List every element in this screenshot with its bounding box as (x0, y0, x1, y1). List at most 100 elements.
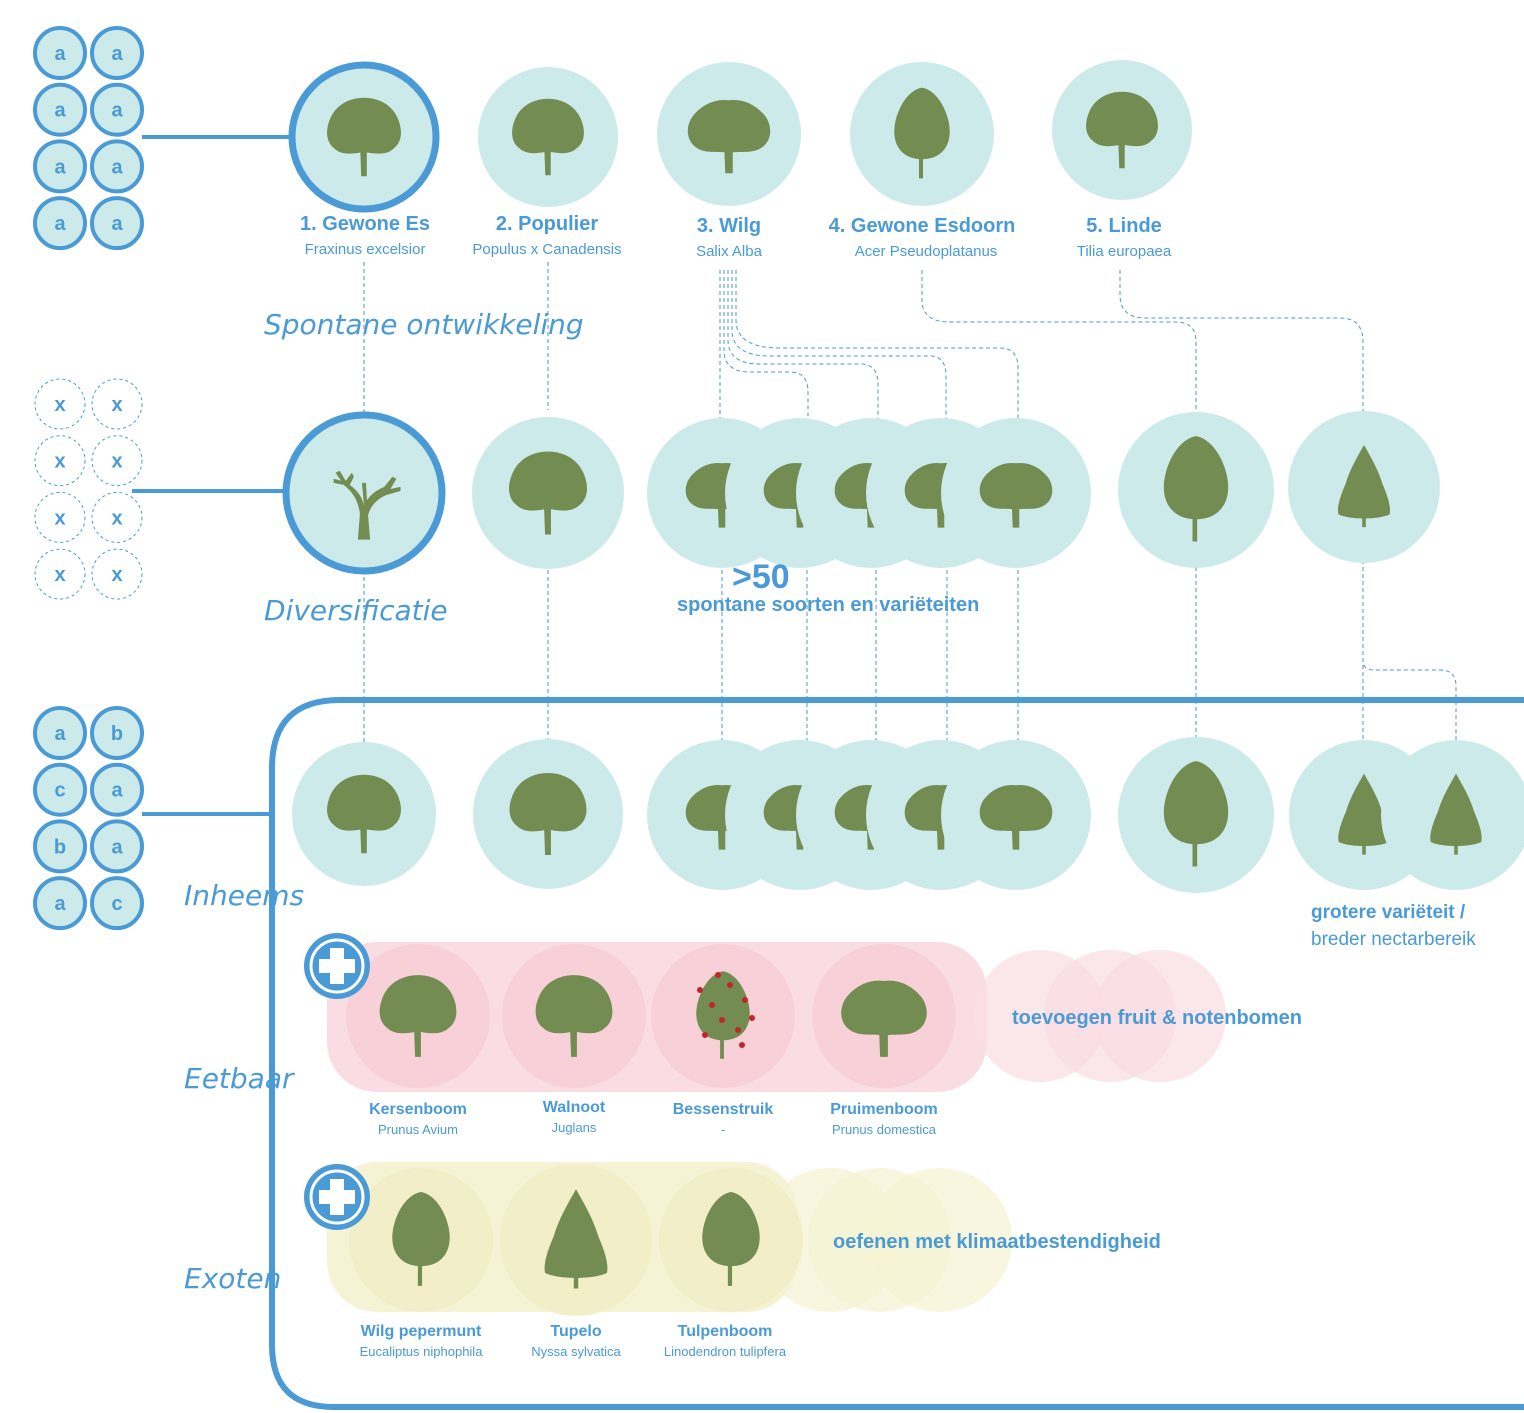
legend-row2-circle-0: x (34, 378, 86, 430)
svg-text:a: a (54, 100, 66, 122)
edible-tree-1 (502, 944, 646, 1088)
legend-row3-circle-3: a (90, 762, 144, 817)
edible-latin-1: Prunus Avium (378, 1122, 458, 1137)
berry-8 (715, 972, 721, 978)
berry-6 (702, 1032, 708, 1038)
svg-text:a: a (111, 100, 123, 122)
legend-row1-circle-4: a (33, 139, 87, 194)
legend-row1-circle-3: a (90, 82, 144, 137)
edible-latin-3: - (720, 1122, 726, 1137)
legend-row2-circle-7: x (91, 548, 143, 600)
exotic-tree-2 (500, 1164, 652, 1316)
legend-row2-circle-6: x (34, 548, 86, 600)
berry-3 (742, 997, 748, 1003)
exotic-name-2: Tupelo (550, 1323, 602, 1340)
svg-text:x: x (54, 507, 65, 529)
edible-tree-2 (651, 944, 795, 1088)
species-name-4: 4. Gewone Esdoorn (828, 215, 1016, 237)
label-exotic: Exoten (184, 1262, 282, 1295)
div-circle-linden (1288, 411, 1440, 563)
legend-row2-circle-1: x (91, 378, 143, 430)
svg-text:a: a (54, 723, 66, 745)
label-native: Inheems (184, 879, 305, 912)
svg-text:a: a (111, 213, 123, 235)
svg-text:x: x (111, 394, 122, 416)
dashed-connector-18 (1119, 270, 1364, 420)
native-circle-maple (1118, 737, 1274, 893)
species-circle-2 (478, 67, 618, 207)
exotic-tree-3 (659, 1168, 803, 1312)
svg-text:c: c (54, 780, 65, 802)
svg-text:a: a (111, 43, 123, 65)
exotic-latin-2: Nyssa sylvatica (531, 1344, 621, 1359)
species-circle-3 (657, 62, 801, 206)
species-circle-5 (1052, 60, 1192, 200)
svg-text:x: x (54, 394, 65, 416)
berry-9 (739, 1042, 745, 1048)
species-name-3: 3. Wilg (696, 215, 762, 237)
svg-text:a: a (54, 43, 66, 65)
dashed-connector-5 (1362, 560, 1457, 742)
svg-text:b: b (111, 723, 123, 745)
svg-text:c: c (111, 893, 122, 915)
native-circle-linden-2 (1381, 740, 1524, 890)
lower-frame (269, 697, 1524, 1410)
berry-5 (735, 1027, 741, 1033)
div-circle-2 (472, 417, 624, 569)
label-diversification: Diversificatie (264, 594, 448, 627)
plus-icon-edible (304, 933, 370, 999)
species-circle-4 (850, 62, 994, 206)
legend-row3-circle-5: a (90, 819, 144, 874)
exotic-latin-3: Linodendron tulipfera (663, 1344, 787, 1359)
legend-row3-circle-1: b (90, 706, 144, 760)
legend-row2-circle-3: x (91, 435, 143, 487)
svg-text:x: x (111, 451, 122, 473)
native-willow-4 (941, 740, 1091, 890)
species-latin-3: Salix Alba (696, 243, 762, 260)
edible-name-3: Bessenstruik (672, 1101, 774, 1118)
legend-row1-circle-5: a (90, 139, 144, 194)
add-fruit-text: toevoegen fruit & notenbomen (1012, 1007, 1302, 1029)
legend-row1-circle-1: a (90, 26, 144, 80)
plus-icon-exotic (304, 1164, 370, 1230)
edible-latin-2: Juglans (551, 1120, 597, 1135)
legend-row3-circle-0: a (33, 706, 87, 760)
climate-text: oefenen met klimaatbestendigheid (833, 1231, 1161, 1253)
svg-text:x: x (111, 507, 122, 529)
edible-name-2: Walnoot (542, 1099, 606, 1116)
variety-line-1: grotere variëteit / (1311, 902, 1466, 923)
edible-tree-0 (346, 944, 490, 1088)
legend-row2-circle-2: x (34, 435, 86, 487)
exotic-tree-1 (349, 1168, 493, 1312)
svg-text:a: a (111, 836, 123, 858)
svg-text:a: a (54, 893, 66, 915)
berry-0 (697, 987, 703, 993)
berry-2 (727, 982, 733, 988)
legend-row1-circle-2: a (33, 82, 87, 137)
variety-line-2: breder nectarbereik (1311, 929, 1476, 950)
count-big: >50 (732, 558, 790, 596)
species-latin-5: Tilia europaea (1076, 243, 1172, 260)
svg-text:a: a (111, 156, 123, 178)
count-text: spontane soorten en variëteiten (677, 594, 980, 616)
legend-row1-circle-7: a (90, 196, 144, 251)
legend-row1-circle-6: a (33, 196, 87, 251)
legend-row2-circle-5: x (91, 491, 143, 543)
edible-name-1: Kersenboom (369, 1101, 467, 1118)
species-name-1: 1. Gewone Es (299, 213, 431, 235)
berry-1 (709, 1002, 715, 1008)
svg-text:a: a (54, 156, 66, 178)
legend-row3-circle-6: a (33, 876, 87, 931)
svg-text:b: b (54, 836, 66, 858)
legend-row3-circle-7: c (90, 876, 144, 931)
dashed-connector-16 (735, 270, 1019, 420)
div-willow-4 (941, 418, 1091, 568)
label-spontaneous: Spontane ontwikkeling (264, 308, 584, 341)
species-circle-1 (288, 61, 440, 213)
species-name-5: 5. Linde (1086, 215, 1162, 237)
label-edible: Eetbaar (184, 1062, 294, 1095)
exotic-name-3: Tulpenboom (677, 1323, 773, 1340)
legend-row2-circle-4: x (34, 491, 86, 543)
div-circle-1 (282, 411, 446, 575)
